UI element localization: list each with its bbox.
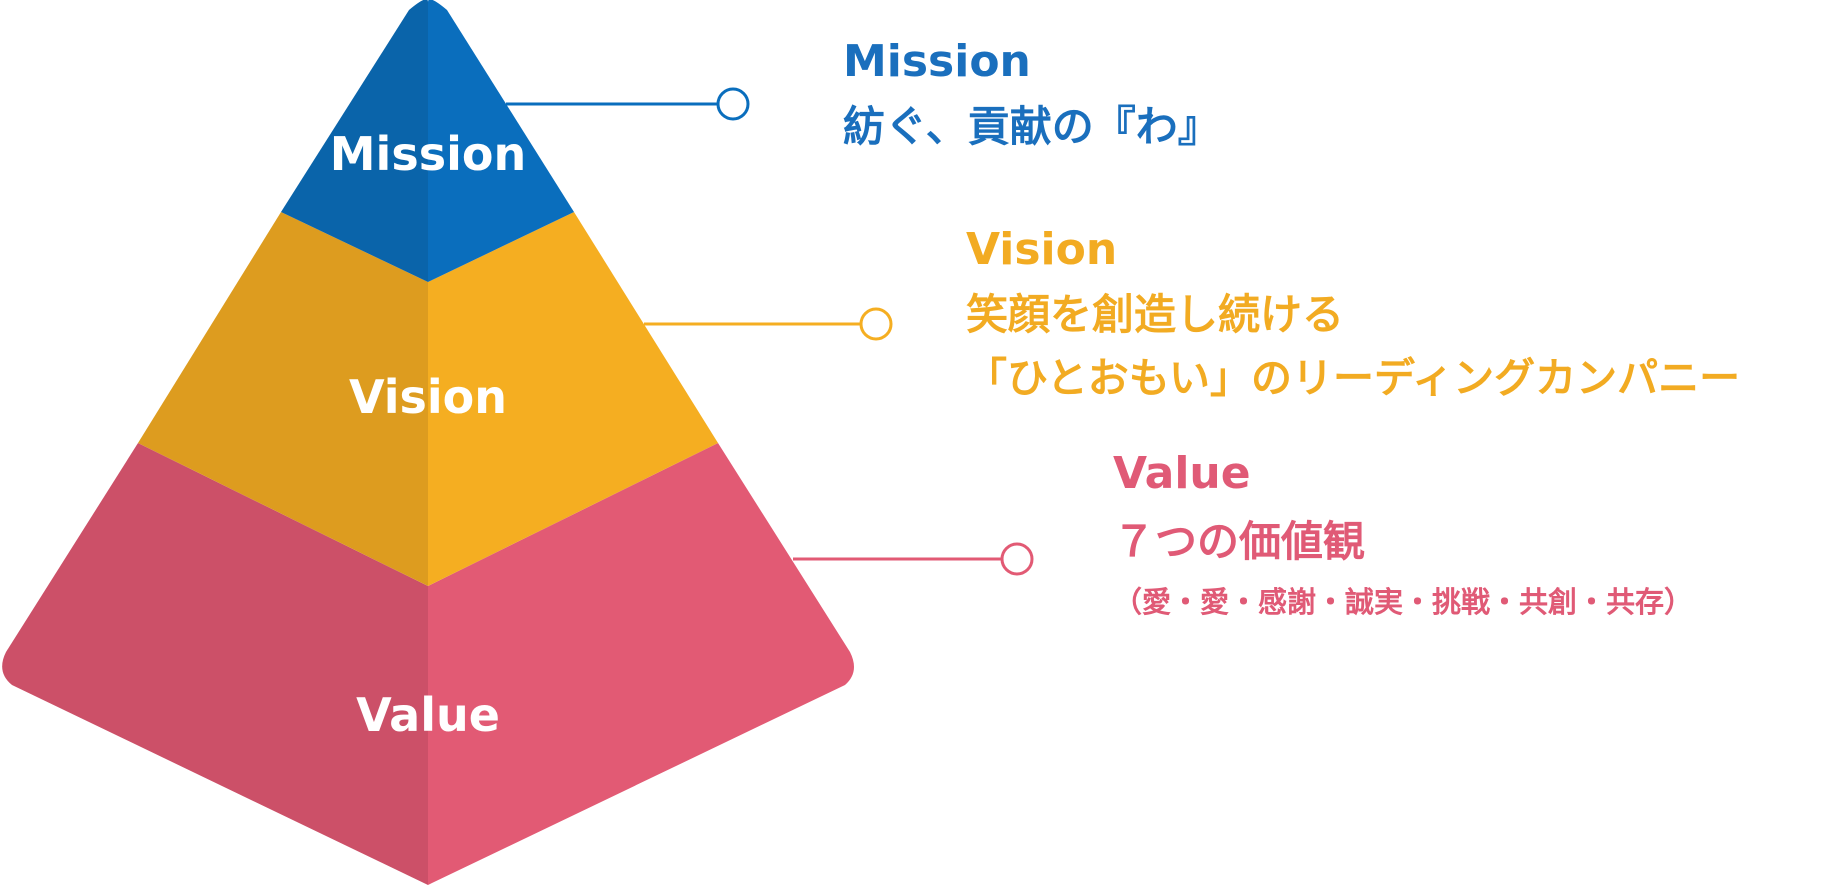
value-callout-values-list: （愛・愛・感謝・誠実・挑戦・共創・共存） — [1113, 585, 1694, 619]
pyramid-label-value: Value — [356, 688, 500, 742]
vision-connector-dot — [859, 307, 893, 341]
value-tier-left-face — [2, 443, 429, 885]
mission-callout-title: Mission — [843, 36, 1031, 87]
mission-callout: Mission 紡ぐ、貢献の『わ』 — [843, 40, 1220, 148]
vision-connector — [644, 307, 893, 341]
mission-callout-statement: 紡ぐ、貢献の『わ』 — [843, 102, 1220, 151]
value-callout-statement: ７つの価値観 — [1113, 517, 1366, 566]
pyramid-tier-mission — [281, 0, 574, 282]
mission-connector — [506, 87, 750, 121]
mission-connector-dot — [716, 87, 750, 121]
vision-tier-left-face — [138, 212, 428, 586]
vision-tier-right-face — [428, 212, 718, 586]
value-connector — [793, 542, 1034, 576]
pyramid-label-mission: Mission — [330, 127, 526, 181]
vision-callout-statement-line-2: 「ひとおもい」のリーディングカンパニー — [966, 354, 1741, 402]
value-callout: Value ７つの価値観 （愛・愛・感謝・誠実・挑戦・共創・共存） — [1113, 452, 1693, 617]
pyramid-tier-vision — [138, 212, 718, 586]
mission-tier-left-face — [281, 0, 428, 282]
value-tier-right-face — [428, 443, 854, 885]
value-callout-title: Value — [1113, 448, 1251, 499]
pyramid-label-vision: Vision — [349, 370, 507, 424]
mission-tier-right-face — [428, 0, 574, 282]
vision-callout-statement-line-1: 笑顔を創造し続ける — [966, 290, 1345, 339]
vision-callout-title: Vision — [966, 224, 1118, 275]
pyramid-tier-value — [2, 443, 854, 885]
vision-callout: Vision 笑顔を創造し続ける 「ひとおもい」のリーディングカンパニー — [966, 228, 1740, 399]
value-connector-dot — [1000, 542, 1034, 576]
